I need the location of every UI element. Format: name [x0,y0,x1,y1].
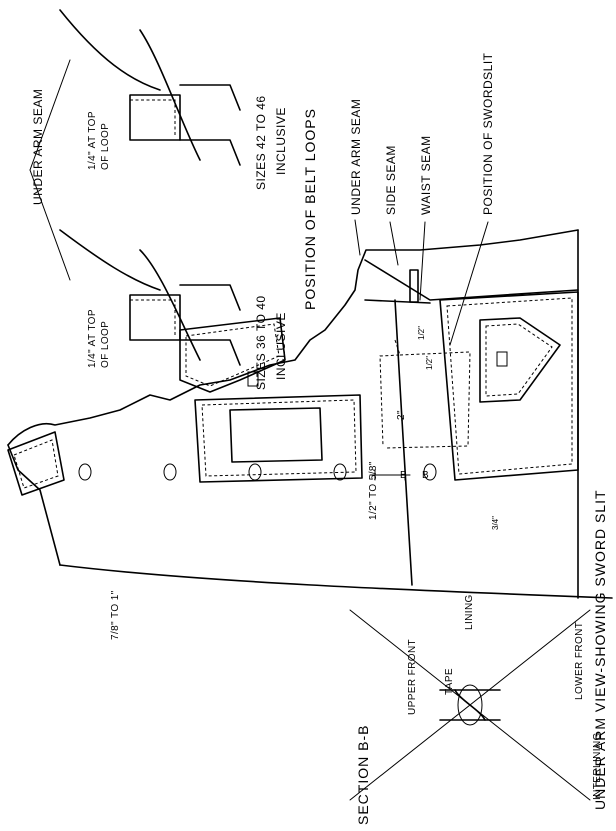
section-bb-caption: SECTION B-B [355,725,371,825]
side-seam-label: SIDE SEAM [384,145,398,215]
button-icon [163,463,177,481]
lining-label: LINING [464,594,475,630]
belt-loops-label: POSITION OF BELT LOOPS [302,108,318,310]
loop-top-label-1b: OF LOOP [100,123,111,170]
button-icon [333,463,347,481]
belt-loop [409,269,419,303]
main-title: UNDER ARM VIEW-SHOWING SWORD SLIT [592,489,608,810]
loop-top-label-2: 1/4" AT TOP [87,309,98,368]
upper-front-label: UPPER FRONT [407,639,418,715]
waist-seam-label: WAIST SEAM [419,135,433,215]
section-bb-detail [349,609,591,801]
loop-top-label-2b: OF LOOP [100,321,111,368]
loop-top-label-1: 1/4" AT TOP [87,111,98,170]
interlining-label: INTERLINING [592,732,603,800]
sizes-42-46-inclusive: INCLUSIVE [274,107,288,175]
button-icon [78,463,92,481]
dim-2-label: 2" [396,410,407,420]
dim-7-8-label: 7/8" TO 1" [110,590,121,640]
pocket-flap [179,317,363,483]
dim-3-4-label: 3/4" [491,516,500,530]
button-icon [248,463,262,481]
text-labels: UNDER ARM SEAM POSITION OF BELT LOOPS SI… [31,52,608,825]
sizes-36-40-inclusive: INCLUSIVE [274,312,288,380]
tape-label: TAPE [444,668,455,695]
b-left-label: B [400,470,407,481]
collar-flap [7,431,65,496]
under-arm-seam-right-label: UNDER ARM SEAM [349,99,363,215]
b-right-label: B [422,470,429,481]
dim-half-a-label: 1/2" [417,326,426,340]
front-buttons [78,463,437,481]
dim-half-5-8-label: 1/2" TO 5/8" [368,461,379,520]
sword-slit [369,299,471,586]
sizes-36-40-label: SIZES 36 TO 40 [254,295,268,390]
inset-sizes-42-46 [59,9,241,166]
leader-lines [29,59,489,346]
skirt-panel [439,291,579,481]
lower-front-label: LOWER FRONT [574,622,585,700]
inset-sizes-36-40 [59,229,241,366]
sword-slit-label: POSITION OF SWORDSLIT [481,52,495,215]
under-arm-seam-left-label: UNDER ARM SEAM [31,89,45,205]
button-icon [423,463,437,481]
dim-half-b-label: 1/2" [425,356,434,370]
sizes-42-46-label: SIZES 42 TO 46 [254,95,268,190]
